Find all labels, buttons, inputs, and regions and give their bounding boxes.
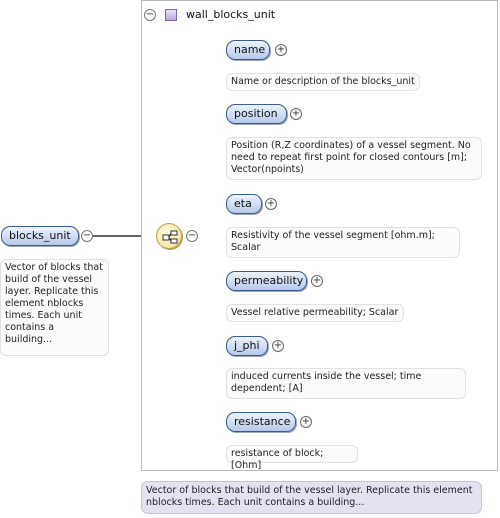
sequence-compositor-icon[interactable] [156,223,182,249]
sequence-collapse-button[interactable]: − [186,230,198,242]
name-expand-button[interactable]: + [275,44,287,56]
container-title: wall_blocks_unit [186,8,276,21]
container-collapse-button[interactable]: − [144,9,156,21]
documentation-footer: Vector of blocks that build of the vesse… [141,481,482,514]
permeability-description: Vessel relative permeability; Scalar [226,304,404,322]
element-node-name[interactable]: name [226,40,270,60]
j-phi-description: induced currents inside the vessel; time… [226,368,466,399]
element-node-j-phi[interactable]: j_phi [226,336,268,356]
complex-type-icon [165,9,177,21]
element-node-position[interactable]: position [226,104,287,124]
permeability-expand-button[interactable]: + [311,275,323,287]
root-node-blocks-unit[interactable]: blocks_unit [1,226,79,246]
position-description: Position (R,Z coordinates) of a vessel s… [226,137,482,180]
eta-expand-button[interactable]: + [265,198,277,210]
position-expand-button[interactable]: + [290,108,302,120]
resistance-description: resistance of block; [Ohm] [226,445,358,471]
j-phi-expand-button[interactable]: + [272,340,284,352]
element-node-eta[interactable]: eta [226,194,262,214]
sequence-glyph-icon [162,230,178,244]
root-collapse-button[interactable]: − [81,230,93,242]
name-description: Name or description of the blocks_unit [226,73,420,91]
root-description: Vector of blocks that build of the vesse… [0,259,109,356]
resistance-expand-button[interactable]: + [300,416,312,428]
element-node-permeability[interactable]: permeability [226,271,307,291]
eta-description: Resistivity of the vessel segment [ohm.m… [226,227,460,258]
element-node-resistance[interactable]: resistance [226,412,296,432]
